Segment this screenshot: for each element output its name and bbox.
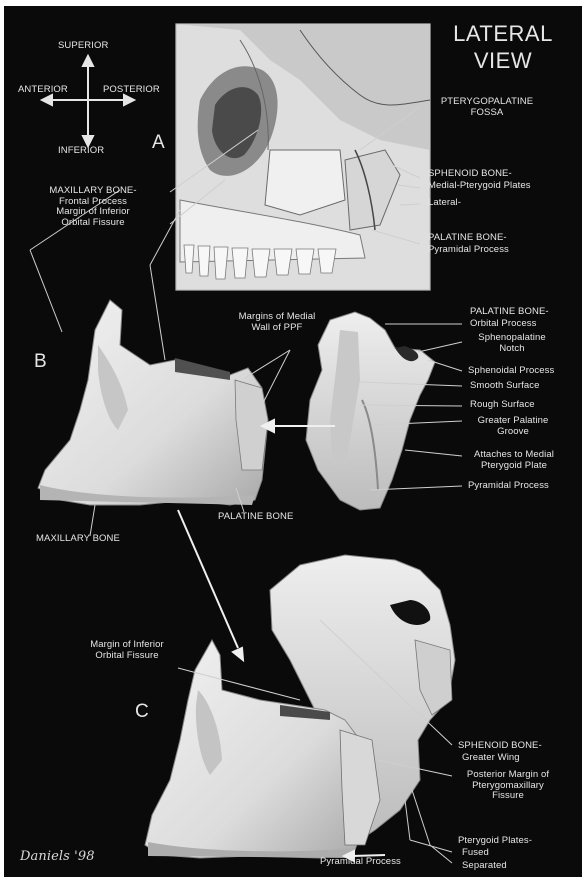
title-line-2: VIEW: [432, 47, 574, 74]
posterior-margin-label: Posterior Margin of Pterygomaxillary Fis…: [448, 770, 568, 802]
attaches-medial-line-2: Pterygoid Plate: [458, 461, 570, 472]
panel-c-assembled-bones: [145, 555, 455, 858]
figure-title: LATERAL VIEW: [432, 20, 574, 74]
artist-signature: Daniels '98: [20, 852, 95, 863]
panel-b-palatine-bone: [306, 312, 435, 510]
orientation-compass: [42, 56, 134, 146]
smooth-surface-label: Smooth Surface: [470, 381, 540, 392]
sphenoid-bone-label-a: SPHENOID BONE-: [428, 169, 512, 180]
margin-inferior-line-2: Orbital Fissure: [24, 218, 162, 229]
attaches-medial-line-1: Attaches to Medial: [458, 450, 570, 461]
sphenopalatine-notch-line-1: Sphenopalatine: [462, 333, 562, 344]
margins-medial-wall-line-1: Margins of Medial: [222, 312, 332, 323]
compass-inferior-label: INFERIOR: [58, 146, 104, 157]
panel-c-letter: C: [135, 702, 149, 722]
pterygoid-plates-label: Pterygoid Plates-: [458, 836, 532, 847]
posterior-margin-line-3: Fissure: [448, 791, 568, 802]
margin-inferior-orbital-label-c: Margin of Inferior Orbital Fissure: [72, 640, 182, 661]
sphenoidal-process-label: Sphenoidal Process: [468, 366, 554, 377]
pyramidal-process-label-a: Pyramidal Process: [428, 245, 509, 256]
compass-posterior-label: POSTERIOR: [103, 85, 160, 96]
compass-superior-label: SUPERIOR: [58, 41, 108, 52]
palatine-bone-label-a: PALATINE BONE-: [428, 233, 507, 244]
greater-palatine-groove-label: Greater Palatine Groove: [458, 416, 568, 437]
sphenopalatine-notch-label: Sphenopalatine Notch: [462, 333, 562, 354]
attaches-medial-plate-label: Attaches to Medial Pterygoid Plate: [458, 450, 570, 471]
signature-year: '98: [74, 849, 94, 864]
panel-b-letter: B: [34, 352, 47, 372]
pyramidal-process-label-c: Pyramidal Process: [320, 857, 401, 868]
margins-medial-wall-line-2: Wall of PPF: [222, 323, 332, 334]
margin-inferior-line-1: Margin of Inferior: [24, 207, 162, 218]
maxillary-bone-caption-b: MAXILLARY BONE: [36, 534, 120, 545]
rough-surface-label: Rough Surface: [470, 400, 535, 411]
pterygopalatine-fossa-line-2: FOSSA: [427, 108, 547, 119]
margin-inferior-c-line-2: Orbital Fissure: [72, 651, 182, 662]
pyramidal-process-label-b: Pyramidal Process: [468, 481, 549, 492]
lateral-label: Lateral-: [428, 198, 461, 209]
margins-medial-wall-label: Margins of Medial Wall of PPF: [222, 312, 332, 333]
compass-anterior-label: ANTERIOR: [18, 85, 68, 96]
palatine-bone-caption-b: PALATINE BONE: [218, 512, 293, 523]
orbital-process-label: Orbital Process: [470, 319, 536, 330]
palatine-bone-label-b: PALATINE BONE-: [470, 307, 549, 318]
maxillary-bone-line: MAXILLARY BONE-: [24, 186, 162, 197]
greater-palatine-groove-line-1: Greater Palatine: [458, 416, 568, 427]
title-line-1: LATERAL: [432, 20, 574, 47]
pterygopalatine-fossa-line-1: PTERYGOPALATINE: [427, 97, 547, 108]
greater-palatine-groove-line-2: Groove: [458, 427, 568, 438]
panel-a-letter: A: [152, 133, 165, 153]
sphenopalatine-notch-line-2: Notch: [462, 344, 562, 355]
sphenoid-bone-label-c: SPHENOID BONE-: [458, 741, 542, 752]
fused-label: Fused: [462, 848, 489, 859]
pterygopalatine-fossa-label: PTERYGOPALATINE FOSSA: [427, 97, 547, 118]
separated-label: Separated: [462, 861, 507, 872]
panel-a-skull-view: [176, 24, 430, 290]
medial-pterygoid-plates-label: Medial-Pterygoid Plates: [428, 181, 531, 192]
maxillary-bone-label-a: MAXILLARY BONE- Frontal Process Margin o…: [24, 186, 162, 228]
margin-inferior-c-line-1: Margin of Inferior: [72, 640, 182, 651]
greater-wing-label: Greater Wing: [462, 753, 520, 764]
posterior-margin-line-1: Posterior Margin of: [448, 770, 568, 781]
signature-name: Daniels: [20, 849, 70, 864]
